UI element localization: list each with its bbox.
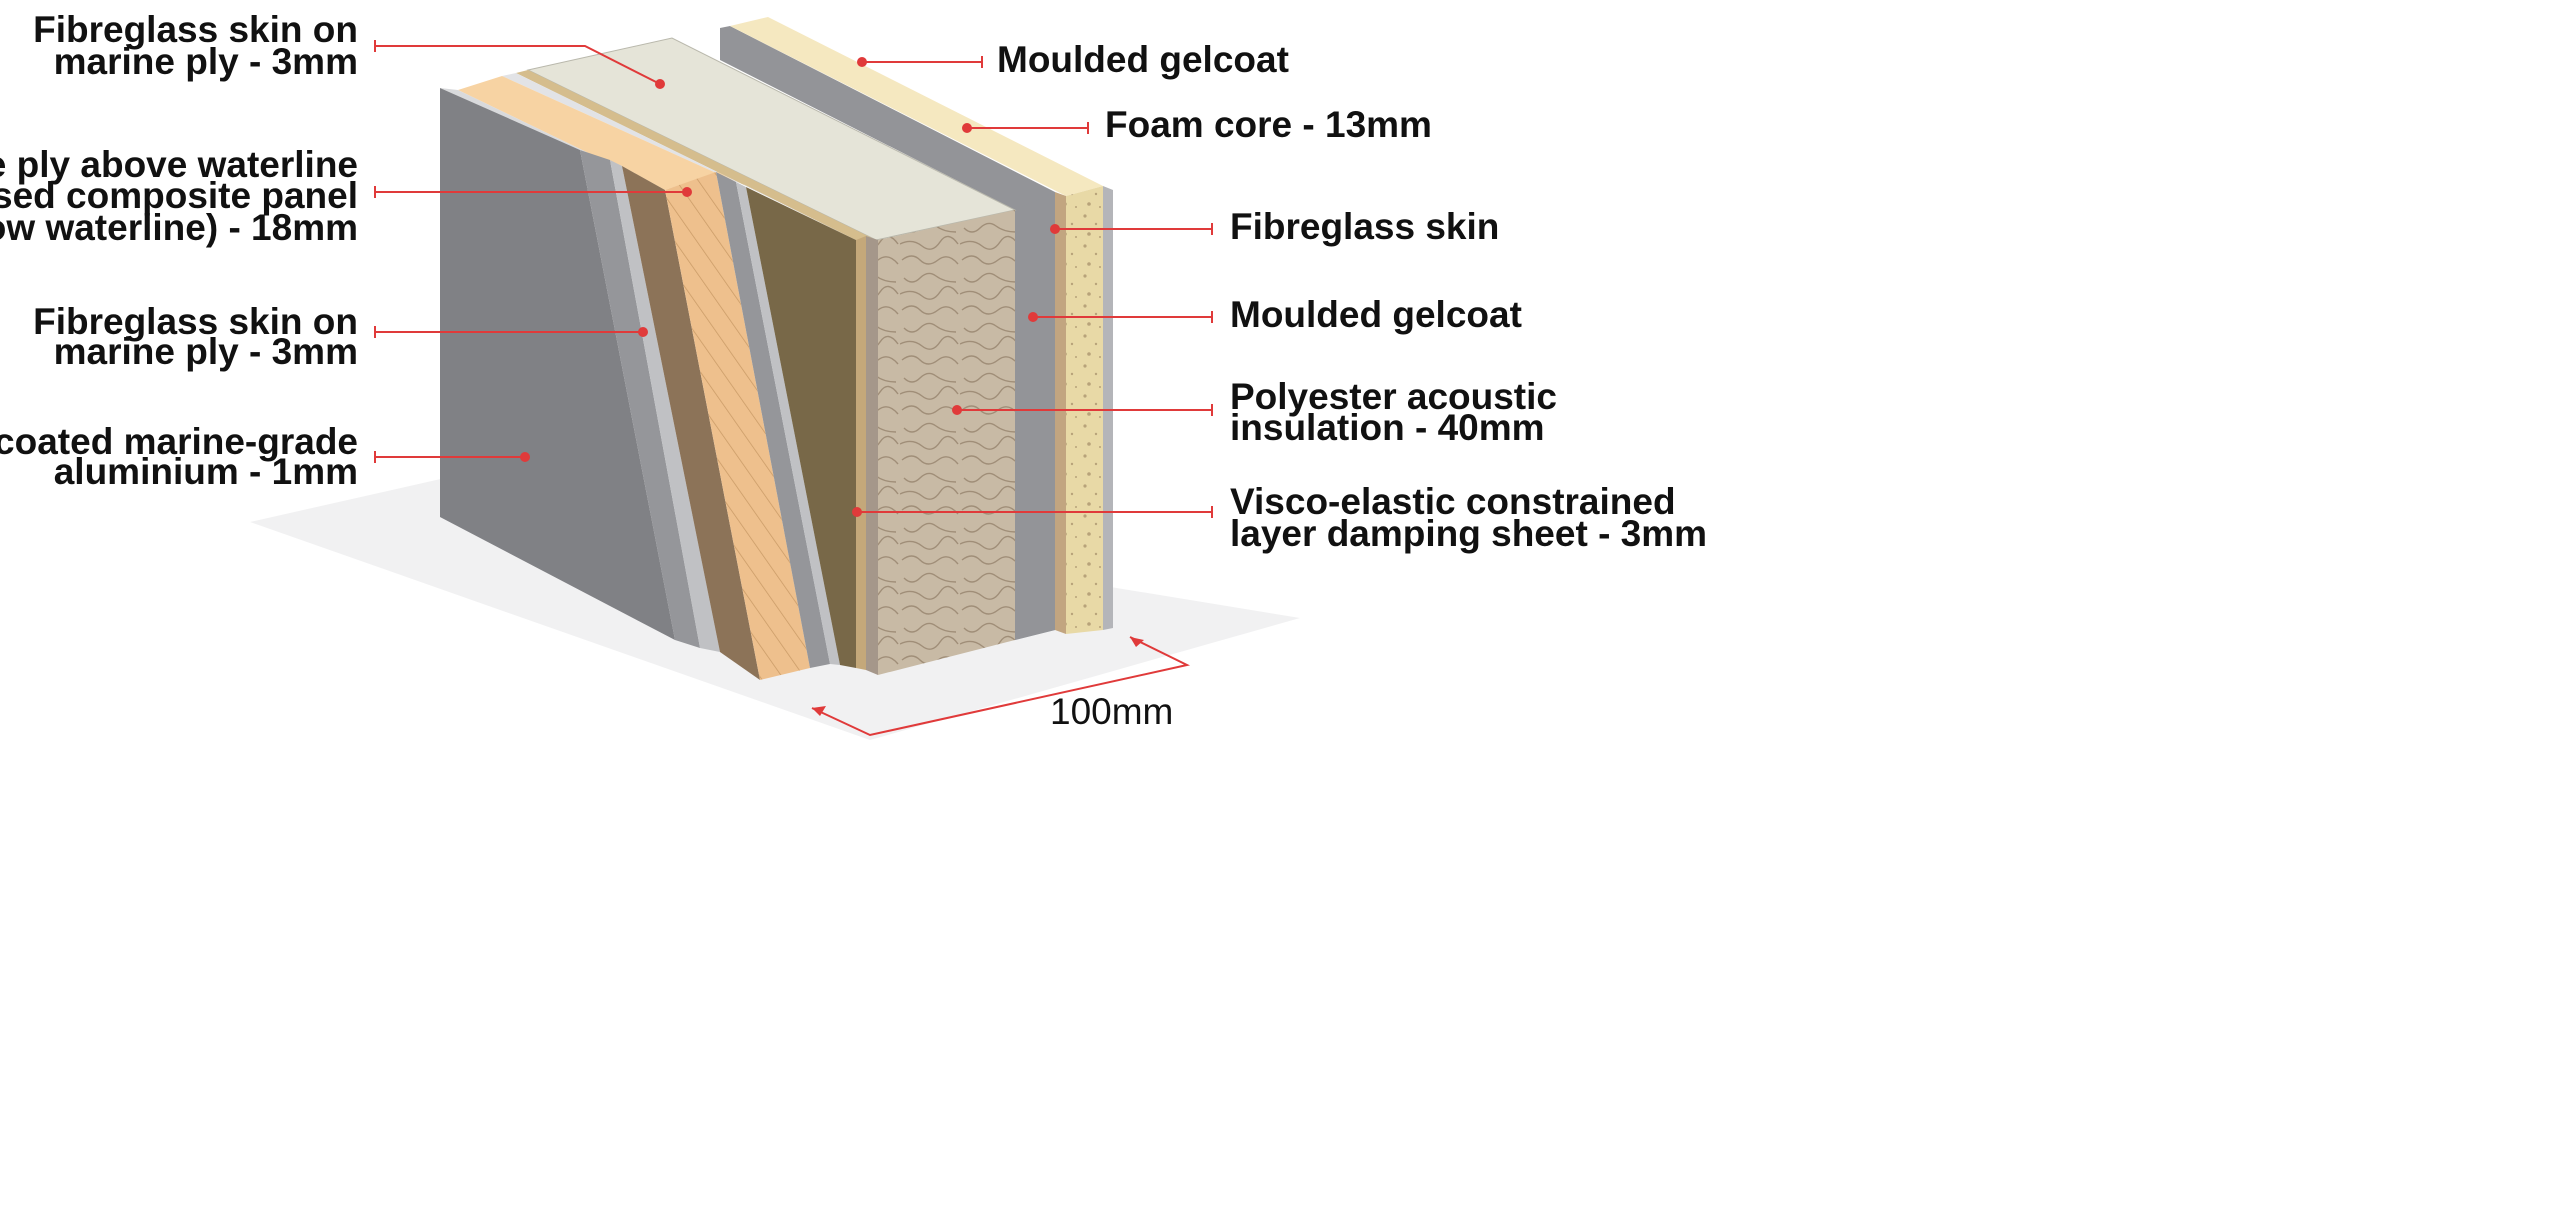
ply-end (665, 172, 810, 680)
ply-side (622, 166, 760, 680)
insulation-face (878, 210, 1015, 675)
label-left-1-line-1: Fibreglass skin on (33, 9, 358, 50)
leader-right-4 (1028, 311, 1213, 323)
label-left-1-line-2: marine ply - 3mm (54, 41, 358, 82)
dimension-arrow (811, 636, 1191, 737)
leader-right-6 (852, 506, 1213, 518)
dimension-label: 100mm (1050, 691, 1173, 732)
damping-face (746, 187, 856, 668)
rear-outer-gelcoat (1103, 186, 1113, 630)
label-left-2-line-1: Marine ply above waterline (0, 144, 358, 185)
outer-fibreglass-edge (716, 172, 830, 668)
leader-left-1 (374, 40, 665, 89)
leader-right-5 (952, 404, 1213, 416)
label-left-2-line-3: below waterline) - 18mm (0, 207, 358, 248)
rear-gelcoat-face (720, 26, 1055, 640)
leader-right-3 (1050, 223, 1213, 235)
leader-right-2 (962, 122, 1089, 134)
rear-foam-top (730, 17, 1103, 196)
label-right-6-line-2: layer damping sheet - 3mm (1230, 513, 1707, 554)
label-right-4: Moulded gelcoat (1230, 294, 1522, 335)
label-left-3-line-1: Fibreglass skin on (33, 301, 358, 342)
insulation-edge (866, 236, 878, 675)
leader-left-2 (374, 186, 692, 198)
label-left-3-line-2: marine ply - 3mm (54, 331, 358, 372)
leader-right-1 (857, 56, 983, 68)
inner-fibreglass-light (610, 160, 720, 652)
label-right-3: Fibreglass skin (1230, 206, 1499, 247)
label-left-4-line-2: aluminium - 1mm (54, 451, 358, 492)
ply-top (458, 76, 736, 190)
rear-fibreglass-strip (1055, 192, 1066, 634)
fibreglass-top (502, 73, 862, 243)
leader-left-3 (374, 326, 648, 338)
outer-fibreglass-light (736, 182, 840, 665)
label-left-4-line-1: Powder-coated marine-grade (0, 421, 358, 462)
inner-fibreglass-edge (580, 150, 700, 648)
label-right-5-line-1: Polyester acoustic (1230, 376, 1557, 417)
damping-top (516, 70, 876, 243)
label-left-2-line-2: (closed composite panel (0, 175, 358, 216)
label-right-1: Moulded gelcoat (997, 39, 1289, 80)
leader-left-4 (374, 451, 530, 463)
label-right-2: Foam core - 13mm (1105, 104, 1432, 145)
label-right-5-line-2: insulation - 40mm (1230, 407, 1545, 448)
damping-strip (856, 236, 866, 670)
aluminium-face (440, 88, 675, 640)
rear-gelcoat-face-lower (1015, 192, 1055, 640)
label-right-6-line-1: Visco-elastic constrained (1230, 481, 1676, 522)
